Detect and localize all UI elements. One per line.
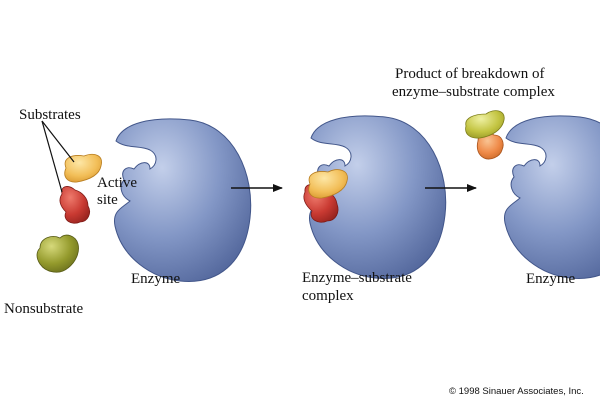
substrates-pointer-red bbox=[41, 120, 63, 193]
enzyme-right-label: Enzyme bbox=[526, 271, 575, 287]
active-site-label-line1: Active bbox=[97, 175, 137, 191]
enzyme-right bbox=[503, 115, 600, 279]
substrate-red bbox=[59, 186, 90, 224]
nonsubstrate bbox=[36, 234, 79, 273]
substrates-label: Substrates bbox=[19, 107, 81, 123]
product-green bbox=[465, 110, 505, 139]
substrates-pointer-yellow bbox=[41, 120, 75, 163]
active-site-label-line2: site bbox=[97, 192, 118, 208]
complex-substrate-yellow bbox=[308, 169, 348, 199]
copyright-text: © 1998 Sinauer Associates, Inc. bbox=[449, 386, 584, 397]
nonsubstrate-label: Nonsubstrate bbox=[4, 301, 83, 317]
product-label-line2: enzyme–substrate complex bbox=[392, 84, 555, 100]
enzyme-left bbox=[113, 118, 252, 282]
enzyme-left-label: Enzyme bbox=[131, 271, 180, 287]
complex-label-line1: Enzyme–substrate bbox=[302, 270, 412, 286]
complex-label-line2: complex bbox=[302, 288, 354, 304]
product-label-line1: Product of breakdown of bbox=[395, 66, 545, 82]
